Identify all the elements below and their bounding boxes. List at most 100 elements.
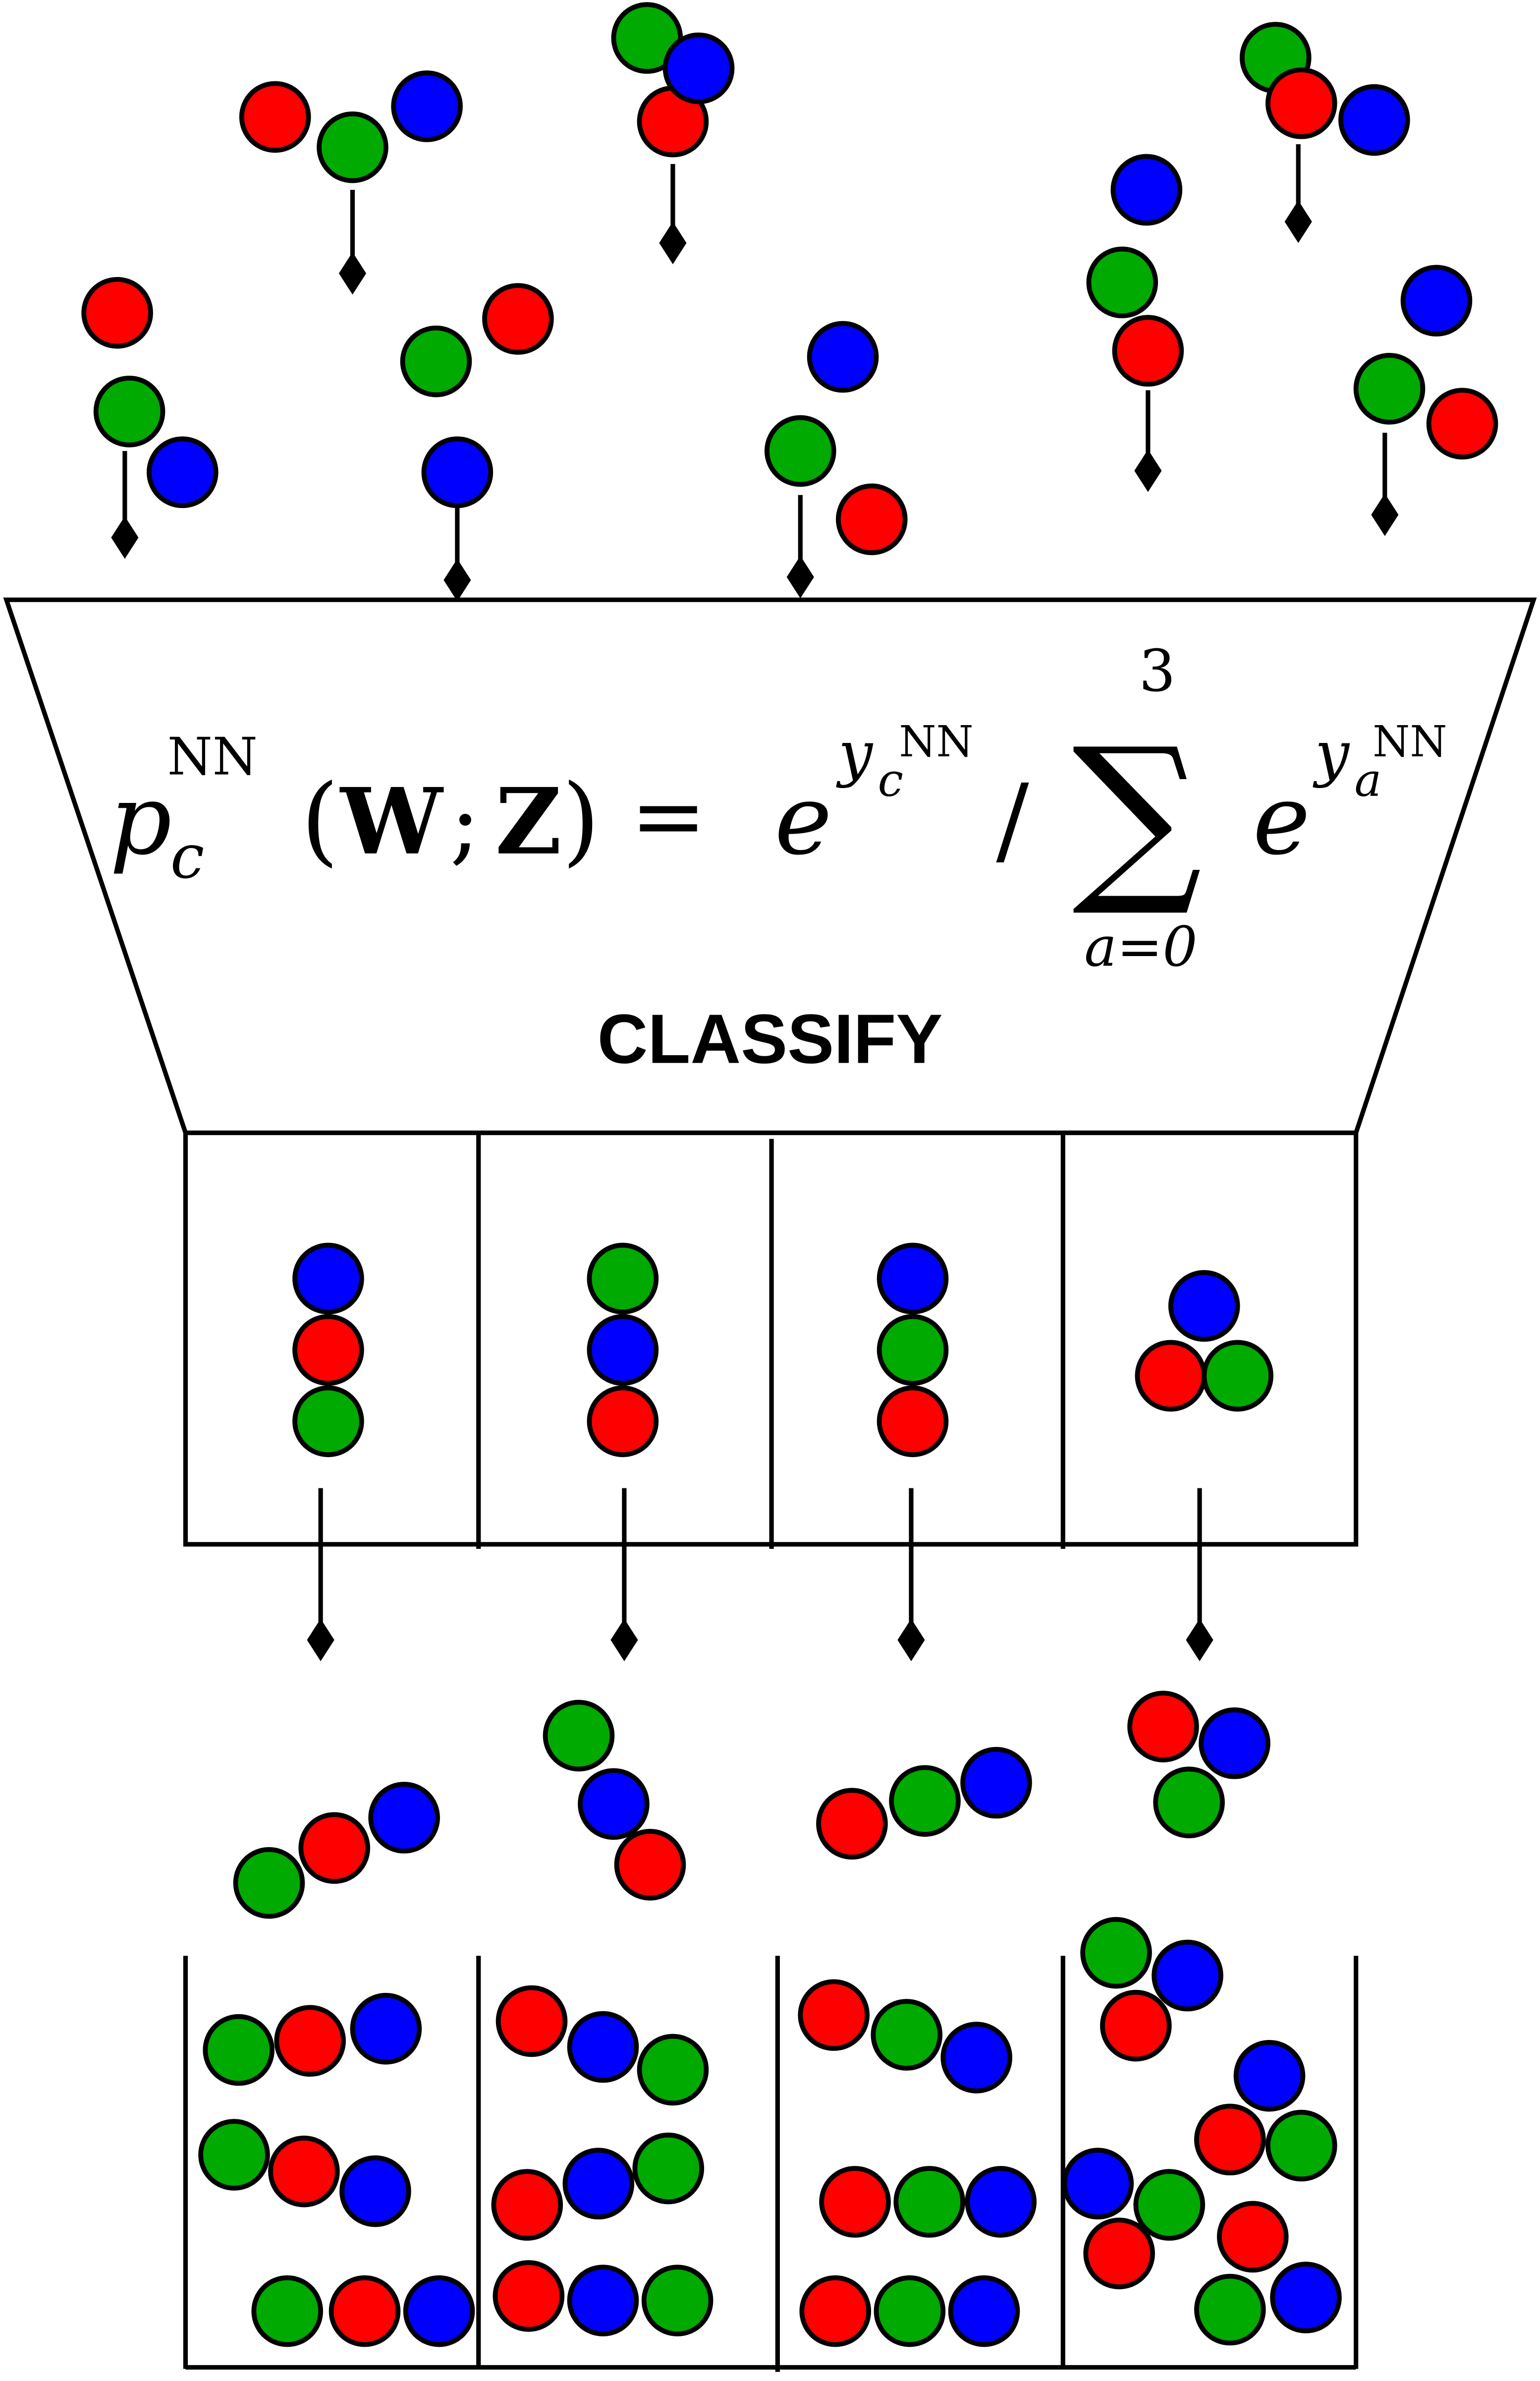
formula-w: W [339,768,444,875]
incoming-molecule [1086,154,1184,387]
green-atom [877,1314,949,1386]
classified-molecules [233,1691,1270,1919]
red-atom [298,1812,371,1884]
red-atom [1100,1989,1172,2062]
blue-atom [587,1314,659,1386]
blue-atom [147,436,219,509]
green-atom [871,1999,943,2071]
down-arrow-icon [111,451,139,559]
softmax-formula: p NN c ( W ; Z ) = e y c NN / ∑ 3 a=0 e … [110,638,1447,979]
red-atom [799,2275,872,2347]
classified-molecule [233,1782,440,1919]
binned-molecule [819,2166,1037,2238]
classified-molecule [816,1747,1032,1860]
classified-molecule [1127,1691,1270,1839]
incoming-molecule [400,283,554,509]
formula-num-e: e [774,764,832,877]
blue-atom [578,1768,650,1840]
class-boxes [183,1130,1359,1661]
red-atom [81,277,153,349]
formula-semicolon: ; [450,769,481,875]
down-arrow-icon [897,1488,925,1661]
green-atom [632,2132,705,2205]
red-atom [482,283,554,355]
down-arrow-icon [1134,390,1162,492]
binned-molecule [495,1985,709,2106]
green-atom [317,111,388,183]
red-atom [493,2260,565,2332]
red-atom [1127,1691,1199,1762]
binned-molecule [1080,1917,1223,2062]
red-atom [1426,388,1498,460]
blue-atom [339,2155,411,2227]
formula-num-y-sup: NN [899,717,973,767]
binned-molecule [798,1979,1012,2094]
red-atom [491,2169,563,2241]
classified-molecule [543,1700,686,1901]
red-atom [587,1385,659,1457]
green-atom [1080,1917,1152,1989]
red-atom [1112,315,1184,387]
formula-den-e: e [1253,764,1310,877]
red-atom [819,2166,891,2238]
classify-label: CLASSIFY [598,1000,943,1078]
binned-molecule [493,2260,714,2336]
blue-atom [1168,1270,1240,1342]
class-templates [292,1243,1273,1661]
red-atom [268,2135,340,2208]
blue-atom [877,1243,949,1315]
blue-atom [562,2148,635,2220]
formula-sum: ∑ [1072,709,1202,921]
down-arrow-icon [1186,1488,1213,1661]
green-atom [764,415,836,487]
blue-atom [1110,154,1183,226]
green-atom [251,2275,324,2347]
red-atom [1216,2201,1289,2273]
formula-args-open: ( [301,764,339,877]
blue-atom [567,2265,639,2336]
blue-atom [391,70,463,142]
green-atom [1153,1766,1225,1839]
green-atom [198,2119,270,2191]
formula-sum-upper: 3 [1139,638,1175,705]
down-arrow-icon [307,1488,334,1661]
red-atom [274,2005,346,2077]
blue-atom [421,436,494,509]
formula-num-y: y [836,718,874,789]
blue-atom [1062,2148,1134,2220]
binned-molecule [1194,2040,1337,2182]
class-template-1 [587,1243,659,1457]
blue-atom [292,1243,364,1315]
blue-atom [403,2275,475,2347]
binned-molecule [799,2275,1020,2347]
green-atom [1194,2273,1266,2346]
down-arrow-icon [610,1488,638,1661]
blue-atom [807,321,879,393]
formula-den-y-sup: NN [1373,717,1447,767]
blue-atom [1152,1939,1223,2012]
red-atom [1265,67,1337,139]
down-arrow-icon [1371,433,1399,536]
formula-args-close: ) [562,764,600,877]
green-atom [1133,2169,1206,2241]
blue-atom [1338,84,1410,156]
blue-atom [567,2011,639,2083]
green-atom [1202,1340,1273,1412]
green-atom [292,1385,364,1457]
green-atom [1265,2109,1337,2182]
red-atom [614,1829,686,1901]
bin-contents [198,1917,1342,2347]
blue-atom [948,2275,1020,2347]
binned-molecule [1062,2148,1206,2289]
red-atom [816,1788,888,1860]
formula-p: p [110,764,172,877]
green-atom [641,2265,714,2336]
blue-atom [1199,1707,1270,1779]
binned-molecule [1194,2201,1342,2346]
red-atom [835,483,908,556]
blue-atom [965,2166,1037,2238]
formula-z: Z [495,768,561,875]
green-atom [93,375,165,448]
incoming-molecule [764,321,908,556]
